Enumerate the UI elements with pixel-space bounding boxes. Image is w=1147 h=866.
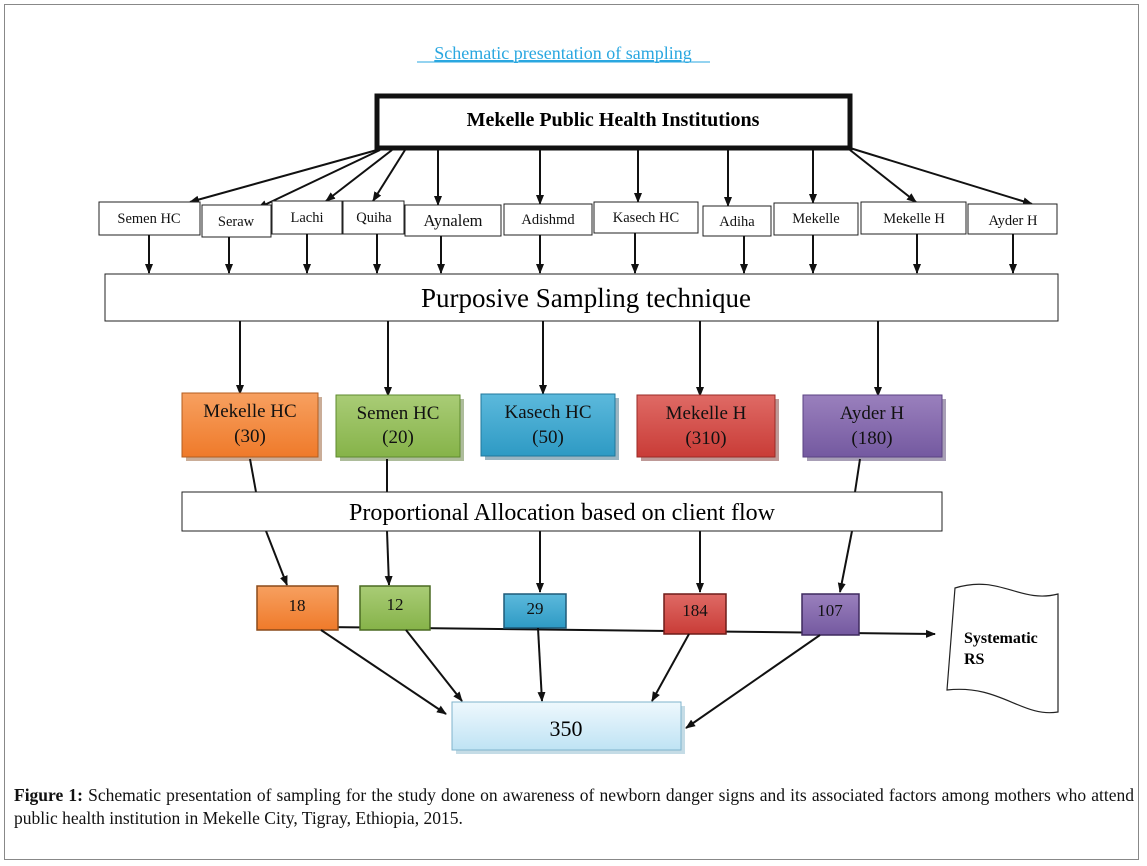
selected-name-ayder-h: Ayder H — [840, 403, 904, 424]
selected-institutions — [181, 392, 946, 461]
institution-arrows — [145, 233, 1017, 274]
proportional-allocation-box — [181, 491, 943, 532]
caption-label: Figure 1: — [14, 785, 83, 805]
allocated-boxes — [256, 585, 860, 636]
institution-box-semen-hc — [98, 201, 201, 236]
selected-count-mekelle-h: (310) — [685, 428, 726, 449]
selected-name-mekelle-hc: Mekelle HC — [203, 401, 296, 422]
caption-text: Schematic presentation of sampling for t… — [14, 785, 1134, 828]
institution-label-seraw: Seraw — [218, 214, 255, 230]
figure-caption: Figure 1: Schematic presentation of samp… — [14, 784, 1134, 830]
total-box — [451, 701, 682, 751]
allocated-box-mekelle-h — [663, 593, 727, 635]
institution-label-lachi: Lachi — [290, 210, 323, 226]
allocated-value-mekelle-h: 184 — [682, 601, 708, 620]
selected-box-ayder-h — [802, 394, 943, 458]
allocated-value-mekelle-hc: 18 — [289, 596, 306, 615]
selected-count-semen-hc: (20) — [382, 427, 414, 448]
institution-box-mekelle-h — [860, 201, 967, 235]
allocated-box-mekelle-hc — [256, 585, 339, 631]
institution-box-adiha — [702, 205, 772, 237]
selected-count-mekelle-hc: (30) — [234, 426, 266, 447]
selected-name-kasech-hc: Kasech HC — [504, 402, 591, 423]
root-box — [374, 93, 853, 151]
institution-box-mekelle — [773, 202, 859, 236]
institution-label-quiha: Quiha — [356, 210, 392, 226]
institution-box-adishmd — [503, 203, 593, 236]
total-value: 350 — [550, 716, 583, 741]
selected-name-mekelle-h: Mekelle H — [666, 403, 747, 424]
proportional-allocation-label: Proportional Allocation based on client … — [349, 500, 776, 526]
selected-count-ayder-h: (180) — [851, 428, 892, 449]
purposive-sampling-box — [104, 273, 1059, 322]
purposive-sampling-label: Purposive Sampling technique — [421, 283, 751, 313]
institution-label-kasech-hc: Kasech HC — [613, 210, 679, 226]
institution-box-quiha — [342, 200, 405, 235]
institution-label-aynalem: Aynalem — [424, 211, 483, 230]
selected-count-kasech-hc: (50) — [532, 427, 564, 448]
allocated-to-total-arrows — [320, 627, 821, 729]
selected-box-mekelle-hc — [181, 392, 319, 458]
institution-label-mekelle-h: Mekelle H — [883, 211, 945, 227]
institution-box-aynalem — [404, 204, 502, 237]
root-arrows — [189, 147, 1033, 209]
institution-label-adishmd: Adishmd — [521, 212, 575, 228]
selected-to-allocated-arrows — [249, 458, 861, 593]
systematic-rs-label: RS — [964, 651, 985, 668]
institution-label-semen-hc: Semen HC — [117, 211, 180, 227]
allocated-value-kasech-hc: 29 — [527, 599, 544, 618]
selected-box-mekelle-h — [636, 394, 776, 458]
systematic-rs-shape — [946, 583, 1059, 714]
institution-label-mekelle: Mekelle — [792, 211, 840, 227]
root-label: Mekelle Public Health Institutions — [467, 109, 760, 131]
selected-name-semen-hc: Semen HC — [357, 403, 440, 424]
selected-box-kasech-hc — [480, 393, 616, 457]
allocated-box-ayder-h — [801, 593, 860, 636]
allocated-box-semen-hc — [359, 585, 431, 631]
allocated-box-kasech-hc — [503, 593, 567, 629]
institution-box-kasech-hc — [593, 201, 699, 234]
institution-label-ayder-h: Ayder H — [988, 213, 1038, 229]
allocated-value-semen-hc: 12 — [387, 595, 404, 614]
systematic-label: Systematic — [964, 630, 1038, 647]
institution-label-adiha: Adiha — [719, 214, 755, 230]
diagram-title: Schematic presentation of sampling — [434, 43, 691, 63]
selected-box-semen-hc — [335, 394, 461, 458]
purposive-arrows — [236, 321, 882, 397]
institution-box-lachi — [271, 200, 343, 235]
institution-box-seraw — [201, 204, 272, 238]
allocated-value-ayder-h: 107 — [817, 601, 843, 620]
